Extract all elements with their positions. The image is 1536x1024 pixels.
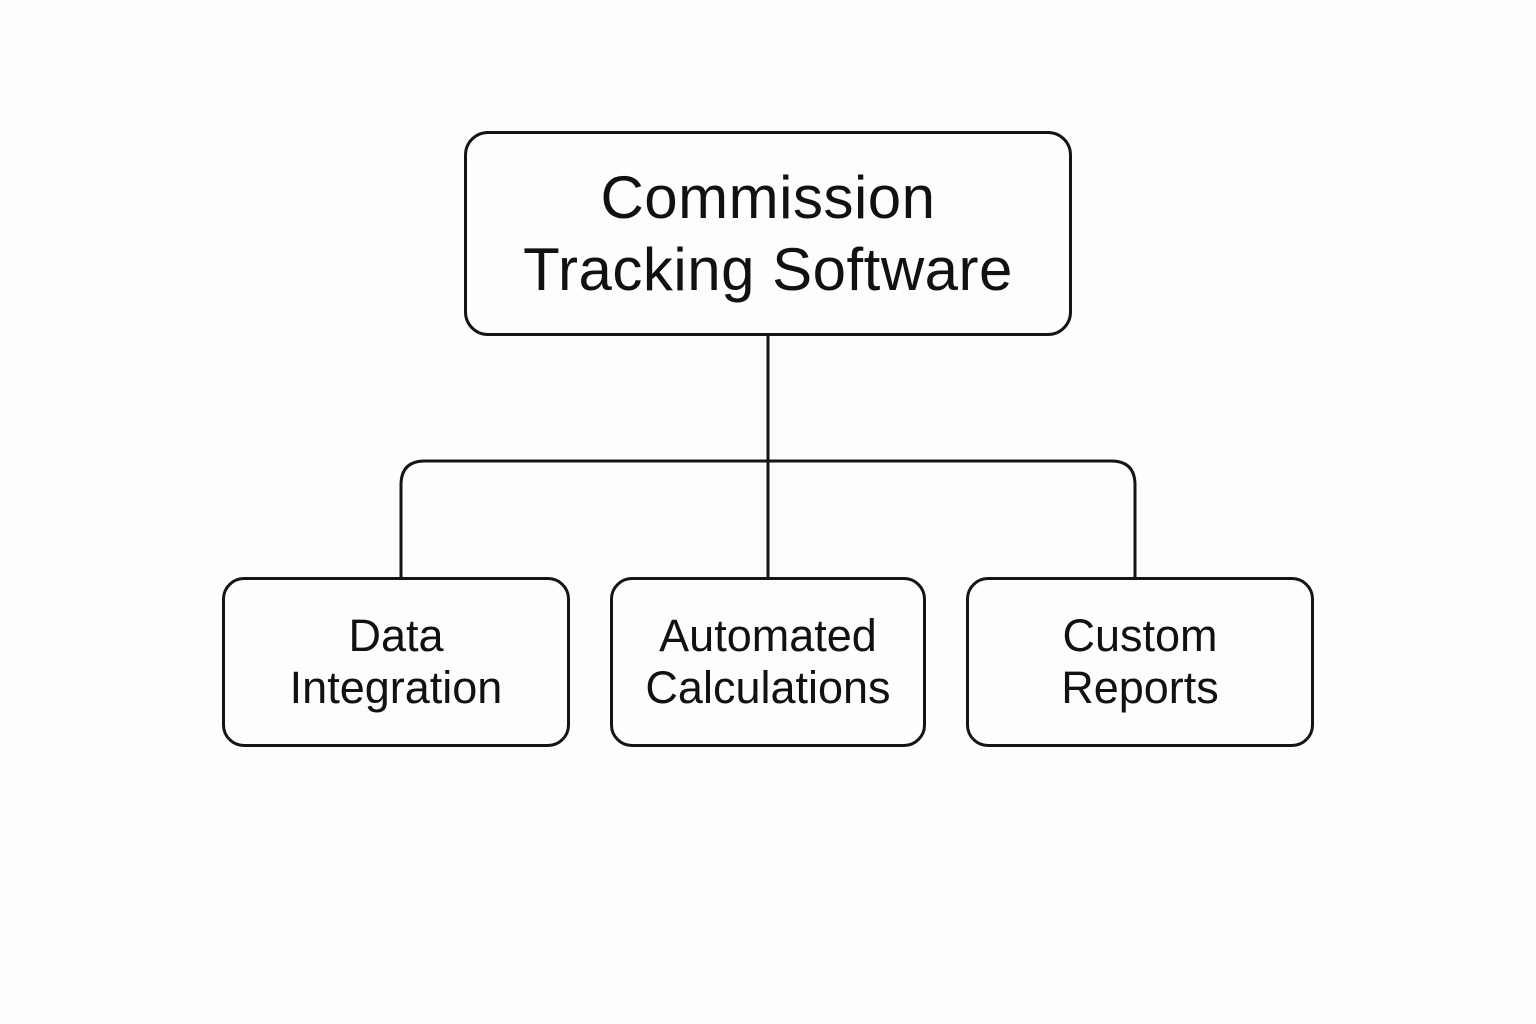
root-node-label-line2: Tracking Software <box>523 235 1013 303</box>
root-node-label-line1: Commission <box>600 163 936 231</box>
child-node-label-line2: Integration <box>289 662 503 713</box>
child-node-automated-calculations: Automated Calculations <box>610 577 926 747</box>
child-node-custom-reports: Custom Reports <box>966 577 1314 747</box>
child-node-label-line1: Automated <box>659 610 877 661</box>
connector-right-branch <box>768 459 1137 577</box>
child-node-label-line2: Reports <box>1061 662 1219 713</box>
child-node-label-line1: Custom <box>1062 610 1218 661</box>
child-node-label-line1: Data <box>348 610 444 661</box>
root-node-commission-tracking-software: Commission Tracking Software <box>464 131 1072 336</box>
connector-left-branch <box>399 459 768 577</box>
child-node-label-line2: Calculations <box>645 662 891 713</box>
child-node-data-integration: Data Integration <box>222 577 570 747</box>
